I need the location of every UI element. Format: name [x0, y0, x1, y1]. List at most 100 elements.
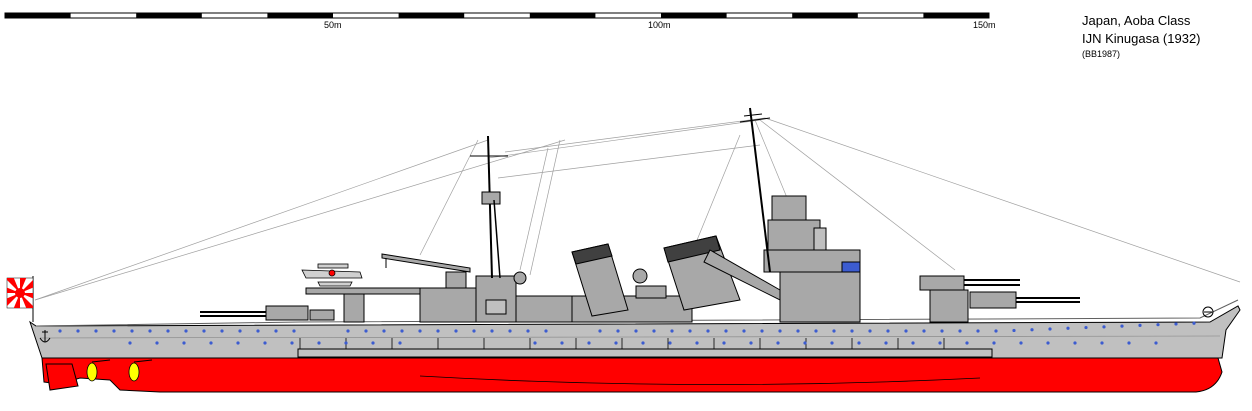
- porthole: [236, 341, 240, 345]
- scale-segment: [661, 13, 727, 18]
- porthole: [184, 329, 188, 333]
- porthole: [670, 329, 674, 333]
- porthole: [166, 329, 170, 333]
- porthole: [1192, 321, 1196, 325]
- porthole: [776, 341, 780, 345]
- porthole: [274, 329, 278, 333]
- scale-segment: [5, 13, 71, 18]
- floatplane: [301, 263, 363, 287]
- porthole: [598, 329, 602, 333]
- porthole: [1154, 341, 1158, 345]
- porthole: [992, 341, 996, 345]
- rigging: [34, 117, 1241, 301]
- armor-belt: [297, 348, 993, 358]
- porthole: [857, 341, 861, 345]
- porthole: [1138, 323, 1142, 327]
- porthole: [1102, 325, 1106, 329]
- porthole: [830, 341, 834, 345]
- porthole: [1120, 324, 1124, 328]
- drawing-credit: (BB1987): [1082, 49, 1121, 59]
- porthole: [940, 329, 944, 333]
- porthole: [904, 329, 908, 333]
- hull-lower: [41, 357, 1223, 393]
- funnel-fore: [663, 235, 741, 311]
- porthole: [130, 329, 134, 333]
- porthole: [533, 341, 537, 345]
- porthole: [884, 341, 888, 345]
- porthole: [688, 329, 692, 333]
- porthole: [526, 329, 530, 333]
- rising-sun-ensign-icon: [6, 276, 34, 322]
- porthole: [398, 341, 402, 345]
- porthole: [209, 341, 213, 345]
- deck-rail: [35, 299, 1239, 327]
- scale-label-50: 50m: [324, 20, 342, 30]
- porthole: [724, 329, 728, 333]
- flag-ray: [20, 293, 33, 299]
- porthole: [256, 329, 260, 333]
- porthole: [778, 329, 782, 333]
- anchor-icon: [1202, 306, 1214, 318]
- porthole: [938, 341, 942, 345]
- porthole: [128, 341, 132, 345]
- porthole: [371, 341, 375, 345]
- porthole: [616, 329, 620, 333]
- scale-segment: [398, 13, 465, 18]
- porthole: [1084, 325, 1088, 330]
- porthole: [1012, 328, 1016, 333]
- scale-segment: [923, 13, 989, 18]
- porthole: [749, 341, 753, 345]
- porthole: [1100, 341, 1104, 345]
- porthole: [911, 341, 915, 345]
- porthole: [796, 329, 800, 333]
- porthole: [346, 329, 350, 333]
- porthole: [148, 329, 152, 333]
- porthole: [418, 329, 422, 333]
- scale-label-150: 150m: [973, 20, 996, 30]
- scale-segment: [529, 13, 596, 18]
- porthole: [290, 341, 294, 345]
- porthole: [292, 329, 296, 333]
- porthole: [344, 341, 348, 345]
- porthole: [742, 329, 746, 333]
- porthole: [886, 329, 890, 333]
- porthole: [1046, 341, 1050, 345]
- porthole: [155, 341, 159, 345]
- porthole: [58, 329, 62, 333]
- porthole: [706, 329, 710, 333]
- porthole: [587, 341, 591, 345]
- porthole: [668, 341, 672, 345]
- porthole: [1174, 322, 1178, 326]
- porthole: [976, 329, 980, 333]
- scale-segment: [136, 13, 202, 18]
- rudder: [45, 363, 79, 391]
- porthole: [112, 329, 116, 333]
- anchor-icon: [39, 330, 51, 343]
- crane: [381, 253, 471, 273]
- porthole: [850, 329, 854, 333]
- porthole: [832, 329, 836, 333]
- bilge-keel: [419, 375, 981, 385]
- porthole: [94, 329, 98, 333]
- porthole: [454, 329, 458, 333]
- porthole: [436, 329, 440, 333]
- scale-bar: [4, 12, 990, 19]
- porthole: [182, 341, 186, 345]
- porthole: [76, 329, 80, 333]
- propeller-icon: [86, 359, 111, 382]
- main-mast: [470, 135, 508, 279]
- scale-segment: [792, 13, 858, 18]
- porthole: [490, 329, 494, 333]
- porthole: [634, 329, 638, 333]
- porthole: [814, 329, 818, 333]
- porthole: [641, 341, 645, 345]
- porthole: [544, 329, 548, 333]
- midship-superstructure: [419, 268, 693, 323]
- porthole: [1030, 328, 1034, 332]
- porthole: [695, 341, 699, 345]
- porthole: [508, 329, 512, 333]
- scale-label-100: 100m: [648, 20, 671, 30]
- aft-turret: [200, 305, 335, 321]
- flag-ray: [7, 287, 20, 293]
